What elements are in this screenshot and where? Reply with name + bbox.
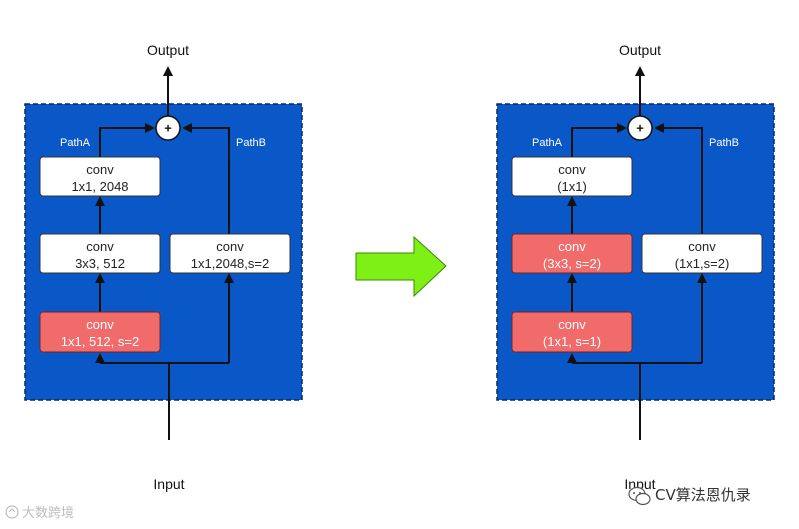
transform-arrow-icon xyxy=(355,235,447,298)
left-arrow-pathb-to-sum xyxy=(182,123,230,234)
node-title: conv xyxy=(86,317,114,332)
right-conv-node-pathb: conv (1x1,s=2) xyxy=(641,233,763,274)
node-title: conv xyxy=(558,317,586,332)
left-output-label: Output xyxy=(147,42,189,58)
left-sum-node xyxy=(155,115,181,141)
left-conv-node-1: conv 1x1, 2048 xyxy=(39,156,161,197)
node-title: conv xyxy=(86,239,114,254)
node-params: (1x1) xyxy=(557,179,587,194)
node-params: 1x1, 2048 xyxy=(71,179,128,194)
right-sum-node xyxy=(627,115,653,141)
right-conv-node-1: conv (1x1) xyxy=(511,156,633,197)
watermark-logo-icon xyxy=(5,505,19,519)
left-input-label: Input xyxy=(153,476,184,492)
node-params: (1x1,s=2) xyxy=(675,256,730,271)
node-params: (1x1, s=1) xyxy=(543,334,601,349)
node-params: 1x1, 512, s=2 xyxy=(61,334,139,349)
right-conv-node-2-highlighted: conv (3x3, s=2) xyxy=(511,233,633,274)
right-sum-symbol: + xyxy=(636,121,644,136)
node-title: conv xyxy=(688,239,716,254)
left-arrow-patha-to-sum xyxy=(99,123,155,157)
node-title: conv xyxy=(558,239,586,254)
node-params: (3x3, s=2) xyxy=(543,256,601,271)
right-conv-node-3-highlighted: conv (1x1, s=1) xyxy=(511,311,633,353)
left-conv-node-2: conv 3x3, 512 xyxy=(39,233,161,274)
node-title: conv xyxy=(216,239,244,254)
node-params: 3x3, 512 xyxy=(75,256,125,271)
bottom-left-watermark: 大数跨境 xyxy=(5,505,74,521)
right-path-a-label: PathA xyxy=(532,137,563,149)
node-title: conv xyxy=(86,162,114,177)
right-arrow-patha-to-sum xyxy=(571,123,627,157)
left-conv-node-pathb: conv 1x1,2048,s=2 xyxy=(169,233,291,274)
watermark-text-left: 大数跨境 xyxy=(22,506,74,521)
bottom-right-watermark: CV算法恩仇录 xyxy=(628,486,751,506)
left-block: + PathA PathB conv 1x1, 2048 conv 3x3, 5… xyxy=(24,42,303,492)
right-input-label: Input xyxy=(624,476,655,492)
left-conv-node-3-highlighted: conv 1x1, 512, s=2 xyxy=(39,311,161,353)
right-output-label: Output xyxy=(619,42,661,58)
right-path-b-label: PathB xyxy=(709,137,739,149)
right-block: + PathA PathB conv (1x1) conv (3x3, s=2)… xyxy=(496,42,775,492)
right-arrow-pathb-to-sum xyxy=(654,123,703,234)
left-path-a-label: PathA xyxy=(60,137,91,149)
left-path-b-label: PathB xyxy=(236,137,266,149)
watermark-text-right: CV算法恩仇录 xyxy=(655,486,751,504)
node-title: conv xyxy=(558,162,586,177)
node-params: 1x1,2048,s=2 xyxy=(191,256,269,271)
left-sum-symbol: + xyxy=(164,121,172,136)
